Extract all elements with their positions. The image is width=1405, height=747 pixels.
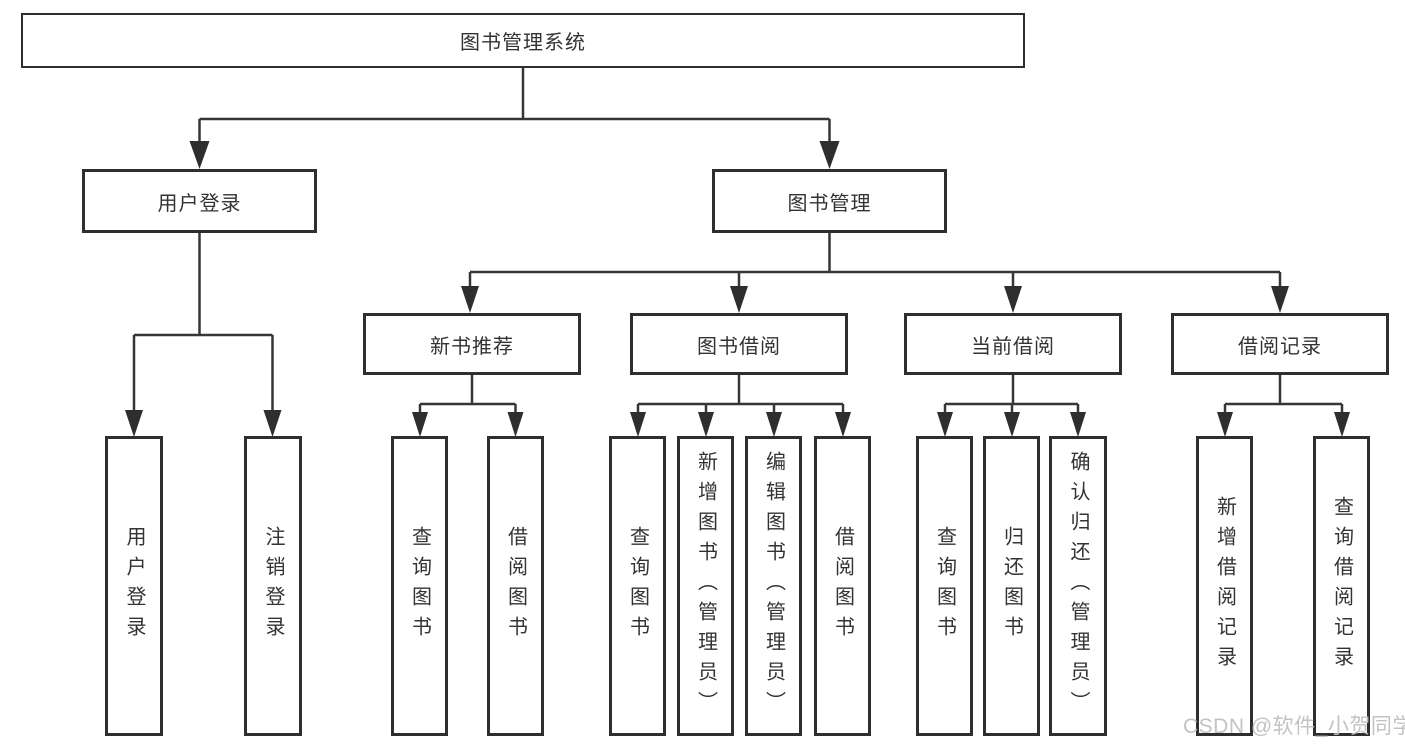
node-label: 注销登录 (262, 526, 284, 646)
node-label: 编辑图书（管理员） (762, 451, 785, 721)
leaf-user-login: 用户登录 (105, 436, 163, 736)
node-label: 借阅图书 (504, 526, 527, 646)
node-label: 查询图书 (626, 526, 649, 646)
leaf-recommend-query-books: 查询图书 (391, 436, 448, 736)
leaf-current-confirm-return-admin: 确认归还（管理员） (1049, 436, 1107, 736)
node-label: 用户登录 (123, 526, 145, 646)
node-label: 用户登录 (157, 192, 242, 215)
node-label: 新书推荐 (430, 335, 514, 358)
connector-root-to-level1 (189, 68, 840, 169)
leaf-logout: 注销登录 (244, 436, 302, 736)
node-label: 归还图书 (1000, 526, 1023, 646)
node-label: 确认归还（管理员） (1067, 451, 1089, 721)
node-label: 图书借阅 (697, 335, 781, 358)
connector-book-borrowing-children (630, 375, 851, 437)
node-user-login: 用户登录 (82, 169, 317, 233)
node-label: 图书管理系统 (460, 32, 586, 54)
connector-book-management-children (461, 233, 1289, 313)
node-new-book-recommend: 新书推荐 (363, 313, 581, 375)
connector-user-login-children (125, 233, 282, 437)
leaf-recommend-borrow-books: 借阅图书 (487, 436, 544, 736)
node-book-borrowing: 图书借阅 (630, 313, 848, 375)
node-label: 图书管理 (787, 192, 872, 215)
node-label: 查询图书 (933, 526, 956, 646)
connector-current-borrowing-children (937, 375, 1086, 437)
connector-borrowing-records-children (1217, 375, 1350, 437)
node-label: 新增借阅记录 (1213, 496, 1236, 676)
connector-new-book-recommend-children (412, 375, 524, 437)
node-current-borrowing: 当前借阅 (904, 313, 1122, 375)
leaf-current-query-books: 查询图书 (916, 436, 973, 736)
node-label: 借阅图书 (831, 526, 854, 646)
node-borrowing-records: 借阅记录 (1171, 313, 1389, 375)
leaf-borrowing-query-books: 查询图书 (609, 436, 666, 736)
node-label: 查询借阅记录 (1330, 496, 1353, 676)
node-library-management-system: 图书管理系统 (21, 13, 1025, 68)
leaf-borrowing-edit-books-admin: 编辑图书（管理员） (745, 436, 802, 736)
leaf-records-query-record: 查询借阅记录 (1313, 436, 1370, 736)
leaf-borrowing-add-books-admin: 新增图书（管理员） (677, 436, 734, 736)
leaf-borrowing-borrow-books: 借阅图书 (814, 436, 871, 736)
node-book-management: 图书管理 (712, 169, 947, 233)
node-label: 查询图书 (408, 526, 431, 646)
leaf-records-add-record: 新增借阅记录 (1196, 436, 1253, 736)
node-label: 当前借阅 (971, 335, 1055, 358)
csdn-watermark: CSDN @软件_小贺同学 (1183, 715, 1405, 738)
leaf-current-return-books: 归还图书 (983, 436, 1040, 736)
node-label: 新增图书（管理员） (694, 451, 717, 721)
node-label: 借阅记录 (1238, 335, 1322, 358)
